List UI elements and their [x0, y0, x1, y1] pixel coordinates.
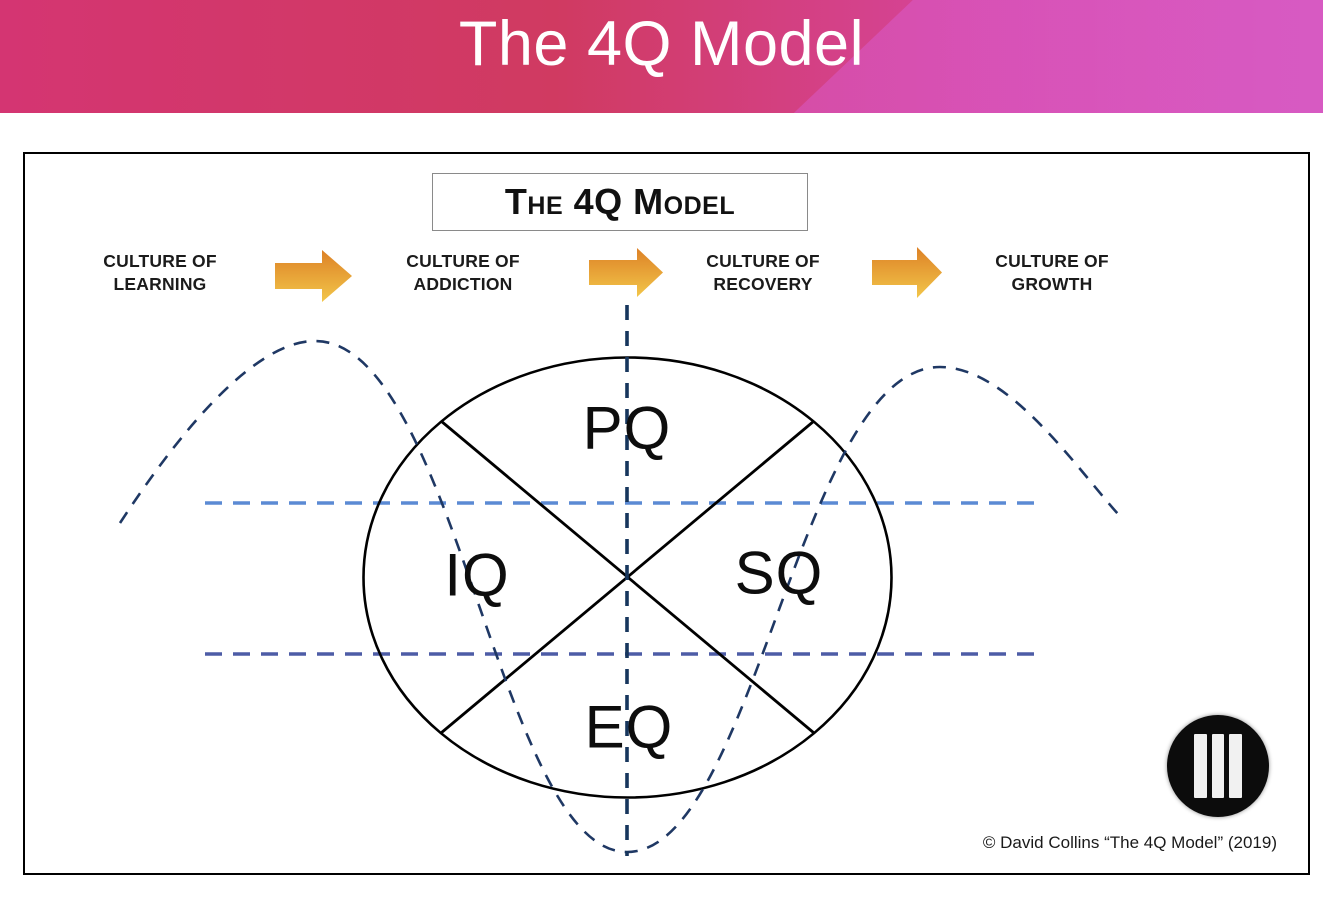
stage-label-line: ADDICTION [413, 274, 513, 295]
stage-label-line: CULTURE OF [103, 251, 217, 271]
quadrant-label-pq: PQ [582, 394, 672, 462]
stage-label-recovery: CULTURE OF RECOVERY [643, 250, 883, 296]
quadrant-label-sq: SQ [734, 539, 824, 607]
stage-label-line: CULTURE OF [995, 251, 1109, 271]
logo-bar-icon [1194, 734, 1207, 798]
page-title: The 4Q Model [458, 9, 865, 79]
copyright-text: © David Collins “The 4Q Model” (2019) [982, 833, 1277, 852]
stage-label-growth: CULTURE OF GROWTH [932, 250, 1172, 296]
logo-bar-icon [1229, 734, 1242, 798]
diagram-title-box: The 4Q Model [432, 173, 808, 231]
stage-label-line: CULTURE OF [406, 251, 520, 271]
stage-label-line: GROWTH [1011, 274, 1093, 295]
three-bars-logo-icon [1167, 715, 1269, 817]
quadrant-label-eq: EQ [584, 693, 674, 761]
stage-label-line: LEARNING [113, 274, 207, 295]
stage-label-learning: CULTURE OF LEARNING [40, 250, 280, 296]
stage-label-line: RECOVERY [713, 274, 813, 295]
stage-label-addiction: CULTURE OF ADDICTION [343, 250, 583, 296]
diagram-title: The 4Q Model [504, 181, 736, 222]
logo-bar-icon [1211, 734, 1225, 798]
header-banner: The 4Q Model [0, 0, 1323, 113]
quadrant-label-iq: IQ [444, 541, 510, 609]
stage-label-line: CULTURE OF [706, 251, 820, 271]
